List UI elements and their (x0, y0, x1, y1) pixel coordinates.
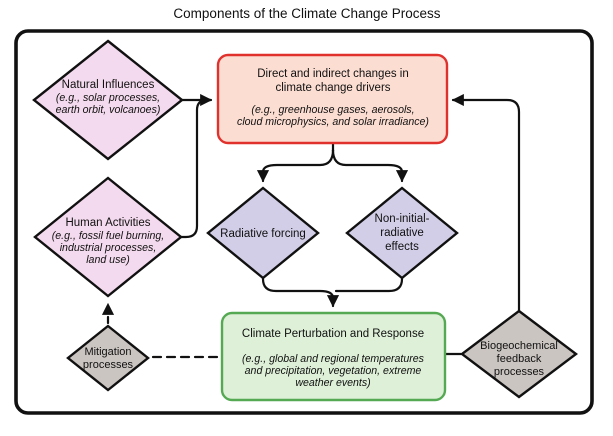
biogeochemical-label-2: feedback (497, 353, 542, 365)
climate-perturbation-detail-1: (e.g., global and regional temperatures (242, 353, 425, 365)
natural-influences-label: Natural Influences (62, 79, 155, 91)
human-activities-label: Human Activities (65, 217, 150, 229)
diagram-title: Components of the Climate Change Process (173, 6, 440, 21)
natural-influences-detail-2: earth orbit, volcanoes) (56, 104, 161, 116)
non-initial-radiative-node (345, 186, 459, 280)
human-activities-detail-2: industrial processes, (60, 242, 157, 254)
climate-perturbation-label: Climate Perturbation and Response (242, 328, 424, 340)
climate-drivers-node (216, 53, 449, 145)
climate-drivers-label-2: climate change drivers (275, 82, 390, 94)
human-activities-detail-1: (e.g., fossil fuel burning, (52, 230, 164, 242)
biogeochemical-label-3: processes (494, 366, 545, 378)
climate-drivers-label-1: Direct and indirect changes in (257, 68, 409, 80)
radiative-forcing-node (206, 186, 320, 280)
natural-influences-detail-1: (e.g., solar processes, (56, 92, 160, 104)
non-initial-radiative-label-2: radiative (380, 227, 423, 239)
mitigation-label-1: Mitigation (84, 346, 131, 358)
climate-drivers-detail-2: cloud microphysics, and solar irradiance… (237, 116, 429, 128)
climate-drivers-detail-1: (e.g., greenhouse gases, aerosols, (251, 104, 414, 116)
arrow-drivers-to-radiative-forcing (256, 148, 335, 183)
climate-perturbation-detail-3: weather events) (295, 377, 370, 389)
radiative-forcing-label: Radiative forcing (220, 228, 306, 240)
non-initial-radiative-label-3: effects (385, 241, 419, 253)
non-initial-radiative-label-1: Non-initial- (375, 213, 430, 225)
mitigation-label-2: processes (83, 359, 134, 371)
connector-human-to-drivers (179, 98, 212, 239)
mitigation-node (66, 324, 150, 392)
human-activities-node (33, 176, 183, 298)
human-activities-detail-3: land use) (86, 254, 130, 266)
natural-influences-node (32, 39, 184, 161)
biogeochemical-label-1: Biogeochemical (480, 340, 558, 352)
climate-perturbation-detail-2: and precipitation, vegetation, extreme (245, 365, 422, 377)
arrow-drivers-to-non-initial (331, 148, 409, 183)
arrow-forcing-to-perturbation (261, 276, 340, 308)
biogeochemical-node (460, 309, 578, 399)
arrow-biogeochemical-feedback-to-drivers (451, 93, 521, 313)
climate-perturbation-node (220, 311, 447, 402)
